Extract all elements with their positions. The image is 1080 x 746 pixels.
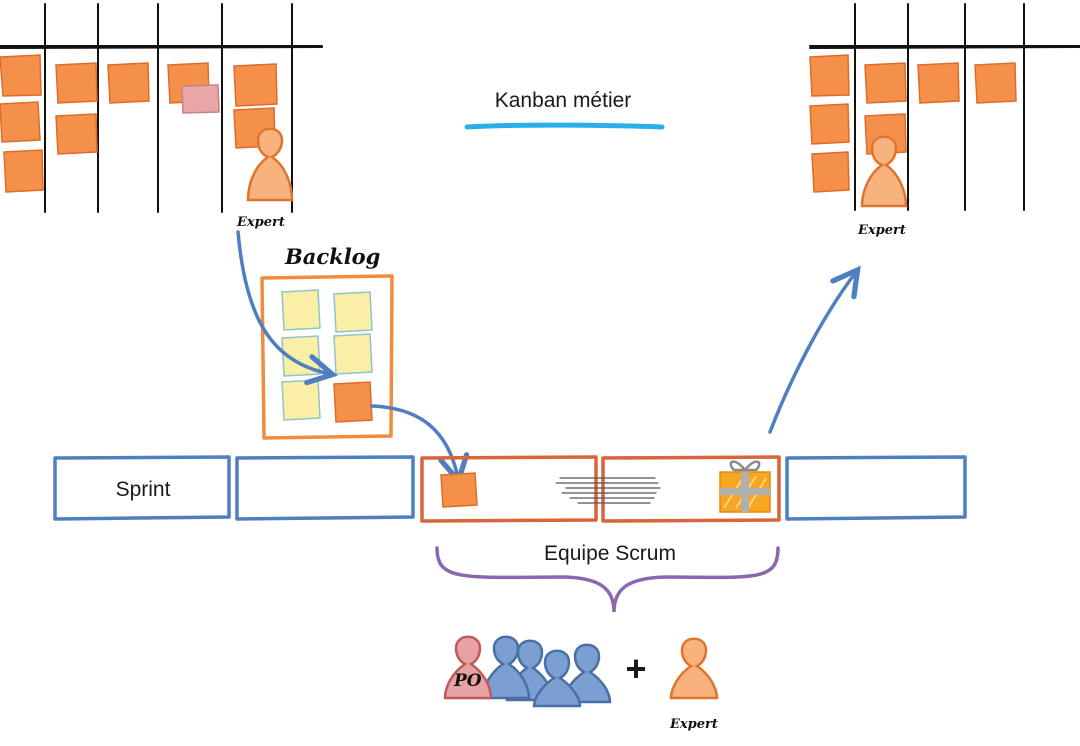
kanban-board-left: Expert — [0, 3, 323, 230]
sticky-note-icon — [333, 333, 373, 375]
expert-right-label: Expert — [857, 223, 906, 238]
sprint-box-3 — [420, 455, 598, 523]
sticky-note-icon — [917, 62, 960, 104]
person-pawn-icon — [481, 635, 531, 700]
board-grid — [0, 3, 323, 213]
sticky-notes-left — [0, 54, 278, 193]
sticky-note-icon — [107, 62, 150, 104]
sticky-note-icon — [333, 291, 373, 333]
backlog-frame — [260, 274, 394, 440]
sticky-note-icon — [55, 62, 98, 104]
backlog-label: Backlog — [284, 244, 380, 269]
sticky-note-pink — [181, 84, 220, 114]
sprint-label: Sprint — [116, 478, 171, 501]
sprint-box-5 — [785, 455, 967, 521]
po-label: PO — [453, 671, 482, 691]
sprint-box-1 — [53, 455, 231, 521]
sticky-note-icon — [811, 151, 850, 193]
sticky-note-icon — [55, 113, 98, 155]
sticky-note-icon — [864, 62, 907, 104]
sticky-note-icon — [0, 54, 42, 97]
gift-icon — [719, 460, 771, 513]
person-pawn-icon — [562, 643, 612, 704]
person-pawn-po-icon — [443, 635, 493, 700]
sticky-note-icon — [0, 101, 41, 143]
sticky-note-icon — [809, 103, 850, 145]
expert-left-label: Expert — [236, 215, 285, 230]
diagram-title: Kanban métier — [495, 89, 632, 112]
arrow-backlog-to-sprint — [370, 404, 458, 478]
sticky-note-icon — [974, 62, 1017, 104]
kanban-board-right: Expert — [809, 3, 1080, 238]
plus-sign: + — [625, 648, 646, 689]
scrum-team: Equipe Scrum PO + Expert — [435, 542, 780, 732]
sticky-note-icon — [440, 472, 478, 508]
backlog: Backlog — [260, 244, 394, 440]
equipe-scrum-label: Equipe Scrum — [544, 542, 676, 565]
arrow-expert-to-backlog — [236, 230, 330, 374]
sticky-note-icon — [333, 381, 373, 423]
person-pawn-icon — [246, 127, 294, 202]
person-pawn-icon — [860, 135, 908, 208]
team-pawns — [443, 635, 612, 708]
sticky-note-icon — [233, 63, 278, 107]
sticky-note-icon — [809, 54, 850, 97]
sticky-notes-right — [809, 54, 1017, 193]
team-brace — [435, 546, 780, 613]
board-grid — [809, 3, 1080, 211]
flow-arrows — [236, 230, 856, 478]
person-pawn-icon — [532, 649, 582, 708]
sticky-note-icon — [3, 149, 44, 193]
sprint-box-4 — [601, 455, 781, 523]
sprint-box-2 — [235, 455, 415, 521]
sticky-note-icon — [281, 379, 321, 421]
arrow-sprint-to-kanban — [768, 272, 856, 434]
person-pawn-icon — [669, 637, 719, 700]
expert-bottom-label: Expert — [669, 717, 718, 732]
speed-lines-icon — [555, 477, 661, 504]
sprint-row: Sprint — [53, 455, 967, 523]
title-underline — [464, 122, 665, 130]
sticky-note-icon — [281, 289, 321, 331]
